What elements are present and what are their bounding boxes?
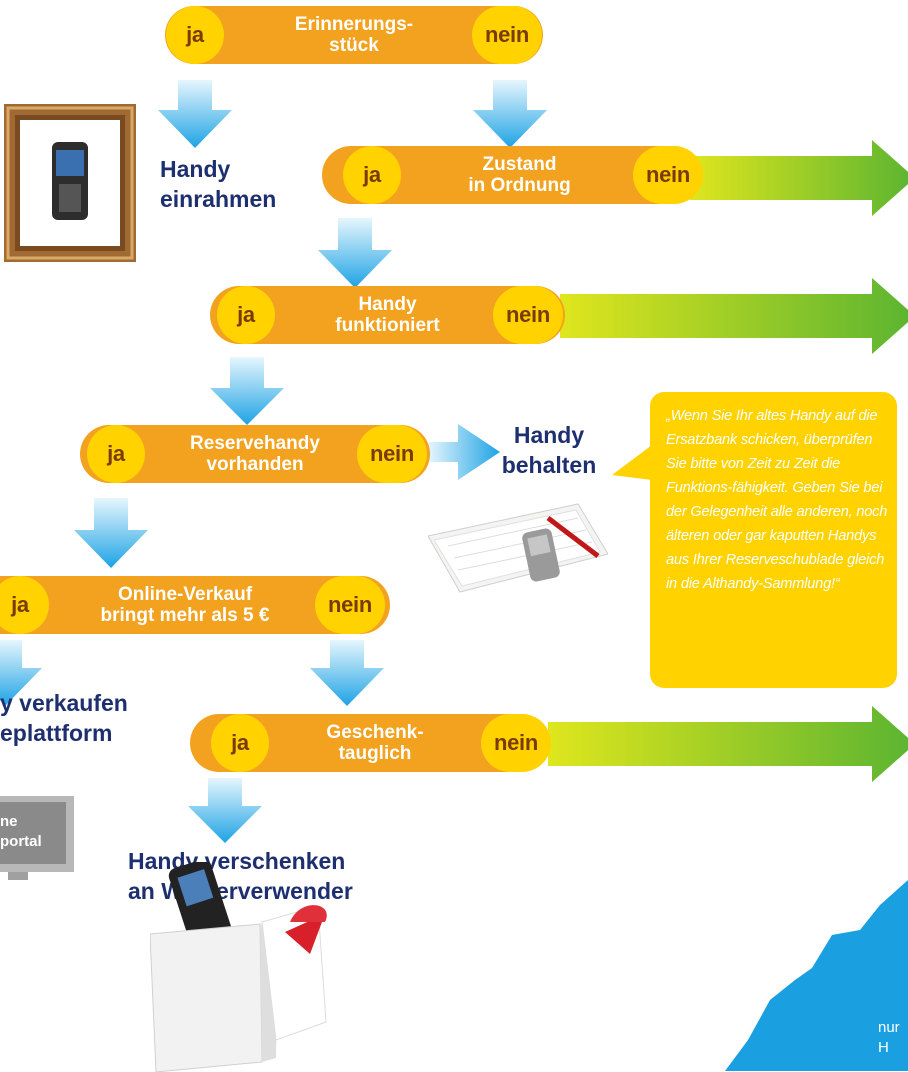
gift-box-phone-icon bbox=[150, 862, 327, 1072]
bubble-tail bbox=[612, 445, 652, 480]
decision-label: Geschenk- tauglich bbox=[326, 722, 424, 764]
monitor-text: ne portal bbox=[0, 813, 42, 850]
arrow-down-5 bbox=[74, 498, 148, 568]
arrow-down-6 bbox=[0, 640, 42, 706]
arrow-down-2 bbox=[473, 80, 547, 148]
corner-blue-shape bbox=[725, 880, 908, 1071]
decision-zustand: ja Zustand in Ordnung nein bbox=[322, 146, 703, 204]
decision-label: Erinnerungs- stück bbox=[294, 14, 414, 56]
arrow-down-1 bbox=[158, 80, 232, 148]
decision-geschenk: ja Geschenk- tauglich nein bbox=[190, 714, 551, 772]
decision-reserve: ja Reservehandy vorhanden nein bbox=[80, 425, 430, 483]
outcome-behalten: Handy behalten bbox=[501, 422, 597, 478]
arrow-down-8 bbox=[188, 778, 262, 843]
yes-cap[interactable]: ja bbox=[0, 576, 49, 634]
no-cap[interactable]: nein bbox=[481, 714, 551, 772]
outcome-verkaufen: y verkaufen eplattform bbox=[0, 690, 128, 746]
framed-phone-icon bbox=[4, 104, 136, 262]
yes-cap[interactable]: ja bbox=[343, 146, 401, 204]
outcome-einrahmen: Handy einrahmen bbox=[160, 156, 277, 212]
arrow-right-behalten bbox=[428, 424, 500, 480]
yes-cap[interactable]: ja bbox=[211, 714, 269, 772]
yes-cap[interactable]: ja bbox=[217, 286, 275, 344]
quote-text: „Wenn Sie Ihr altes Handy auf die Ersatz… bbox=[666, 408, 888, 592]
no-cap[interactable]: nein bbox=[633, 146, 703, 204]
yes-cap[interactable]: ja bbox=[87, 425, 145, 483]
arrow-down-3 bbox=[318, 218, 392, 288]
decision-label: Reservehandy vorhanden bbox=[190, 433, 320, 475]
green-arrow-1 bbox=[690, 140, 908, 216]
no-cap[interactable]: nein bbox=[493, 286, 563, 344]
green-arrow-2 bbox=[560, 278, 908, 354]
decision-label: Online-Verkauf bringt mehr als 5 € bbox=[100, 584, 270, 626]
decision-label: Handy funktioniert bbox=[335, 294, 440, 336]
yes-cap[interactable]: ja bbox=[166, 6, 224, 64]
no-cap[interactable]: nein bbox=[357, 425, 427, 483]
monitor-icon bbox=[0, 796, 74, 880]
decision-erinnerung: ja Erinnerungs- stück nein bbox=[165, 6, 543, 64]
decision-funktioniert: ja Handy funktioniert nein bbox=[210, 286, 565, 344]
notebook-phone-icon bbox=[428, 503, 608, 593]
no-cap[interactable]: nein bbox=[472, 6, 542, 64]
outcome-verschenken: Handy verschenken an Wiederverwender bbox=[128, 848, 353, 904]
arrow-down-4 bbox=[210, 357, 284, 425]
speech-bubble bbox=[650, 392, 897, 688]
corner-text: nur H bbox=[878, 1019, 900, 1056]
green-arrow-3 bbox=[548, 706, 908, 782]
decision-label: Zustand in Ordnung bbox=[468, 154, 571, 196]
decision-verkauf: ja Online-Verkauf bringt mehr als 5 € ne… bbox=[0, 576, 390, 634]
no-cap[interactable]: nein bbox=[315, 576, 385, 634]
arrow-down-7 bbox=[310, 640, 384, 706]
